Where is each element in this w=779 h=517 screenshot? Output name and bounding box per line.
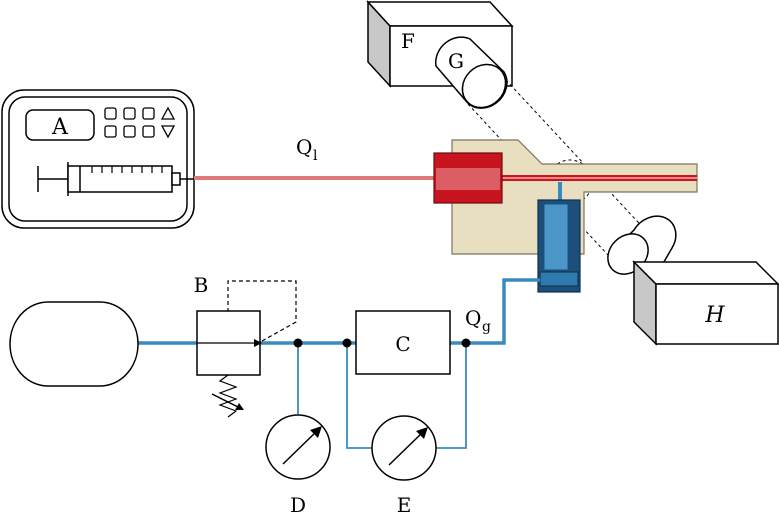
label-q-liquid: Q l xyxy=(296,135,318,164)
label-q-liquid-sub: l xyxy=(313,148,318,164)
syringe-tip xyxy=(171,172,181,186)
pump-key xyxy=(123,107,136,120)
gas-supply-lines xyxy=(138,278,540,449)
label-h: H xyxy=(704,303,725,328)
gauge-e-bypass-return xyxy=(436,343,467,449)
label-a: A xyxy=(51,115,69,140)
pump-key xyxy=(104,107,117,120)
label-f: F xyxy=(401,29,415,53)
microfluidic-chip xyxy=(433,139,698,293)
label-q-liquid-main: Q xyxy=(296,135,312,159)
junction-dot xyxy=(342,338,352,348)
liquid-inlet-nozzle-highlight xyxy=(436,168,500,190)
junction-dot xyxy=(461,338,471,348)
syringe xyxy=(37,162,194,196)
pump-display xyxy=(25,109,95,141)
pressure-gauge-d xyxy=(265,414,331,480)
gas-main-line-4 xyxy=(466,278,540,345)
junction-dot xyxy=(293,338,303,348)
light-h-front xyxy=(655,283,779,345)
gauge-d-needle-head xyxy=(310,426,322,438)
chip-body xyxy=(451,139,698,255)
regulator-pilot-line xyxy=(227,280,297,342)
flow-controller-c xyxy=(355,310,451,375)
pump-key xyxy=(123,125,136,138)
gauge-e-needle xyxy=(388,430,425,466)
regulator-adjust-arrow-head xyxy=(235,403,244,410)
gauge-d-needle xyxy=(282,429,319,465)
syringe-barrel xyxy=(67,165,173,193)
pump-key xyxy=(104,125,117,138)
label-q-gas-main: Q xyxy=(465,306,481,330)
flow-meter-e xyxy=(371,415,437,481)
optical-path-line-1 xyxy=(467,103,621,269)
camera-f xyxy=(366,0,514,88)
pump-key-up xyxy=(160,106,176,120)
label-c: C xyxy=(395,332,410,356)
regulator-adjust-arrow xyxy=(211,393,241,409)
gas-inlet-nozzle-base xyxy=(539,271,579,287)
lens-g-front xyxy=(461,63,507,109)
gas-inlet-nozzle-inner xyxy=(543,203,569,271)
gauge-e-dial xyxy=(371,415,437,481)
pump-key-down xyxy=(160,125,176,139)
light-source-h xyxy=(632,260,779,346)
syringe-pump-a xyxy=(1,89,195,229)
label-e: E xyxy=(397,493,412,517)
regulator-arrow-head xyxy=(254,339,262,347)
gauge-e-bypass xyxy=(346,343,372,449)
regulator-spring xyxy=(218,374,238,418)
label-d: D xyxy=(290,493,306,517)
camera-f-top xyxy=(366,1,514,27)
light-h-top xyxy=(632,261,779,285)
gas-tank xyxy=(9,301,139,387)
junction-dots xyxy=(293,338,471,348)
gauge-e-needle-head xyxy=(416,427,428,439)
label-g: G xyxy=(448,49,464,73)
label-q-gas: Q g xyxy=(465,306,491,335)
pump-keypad xyxy=(104,106,176,139)
pressure-regulator-b xyxy=(196,280,297,418)
label-q-gas-sub: g xyxy=(482,319,491,335)
syringe-scale xyxy=(91,166,163,173)
gauge-d-dial xyxy=(265,414,331,480)
lens-g xyxy=(434,36,508,109)
label-b: B xyxy=(194,273,209,297)
pump-key xyxy=(142,107,155,120)
pump-key xyxy=(142,125,155,138)
